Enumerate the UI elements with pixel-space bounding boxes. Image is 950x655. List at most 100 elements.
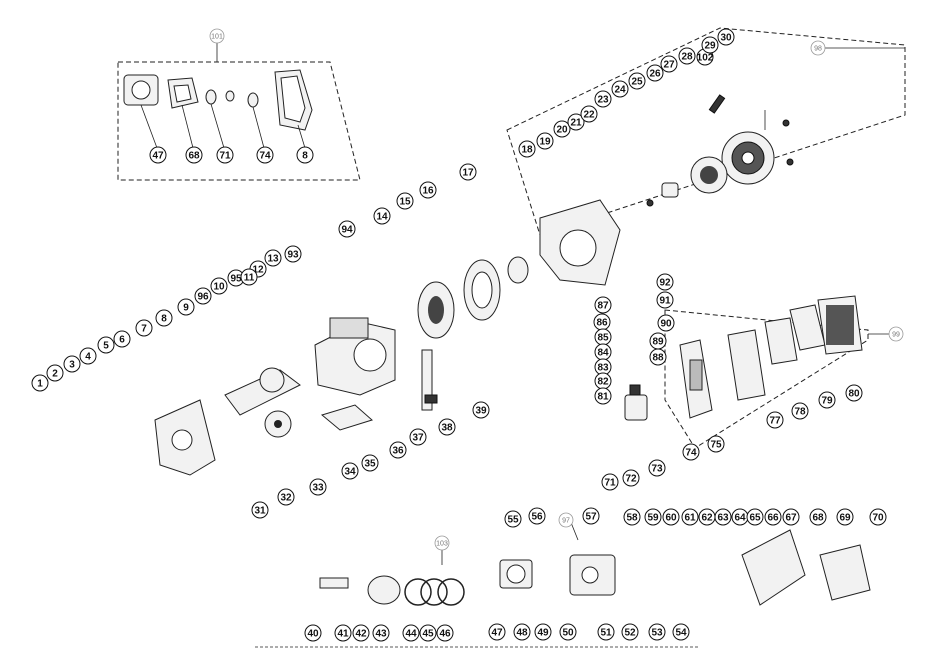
part-callout-text: 6 — [119, 335, 125, 346]
part-callout-24: 24 — [611, 80, 629, 98]
part-callout-35: 35 — [361, 454, 379, 472]
part-callout-80: 80 — [845, 384, 863, 402]
part-callout-text: 75 — [710, 440, 722, 451]
part-callout-text: 19 — [539, 137, 551, 148]
part-callout-29: 29 — [701, 36, 719, 54]
part-callout-text: 8 — [161, 314, 167, 325]
part-callout-text: 40 — [307, 629, 319, 640]
air-filter-group: 99 — [664, 295, 904, 449]
part-callout-16: 16 — [419, 181, 437, 199]
part-callout-text: 29 — [704, 41, 716, 52]
part-callout-text: 70 — [872, 513, 884, 524]
part-callout-23: 23 — [594, 90, 612, 108]
camshaft-gear-shape — [264, 410, 292, 438]
part-callout-text: 17 — [462, 168, 474, 179]
part-callout-text: 74 — [259, 151, 271, 162]
part-callout-text: 3 — [69, 360, 75, 371]
part-callout-text: 11 — [244, 273, 255, 284]
piston-shape — [319, 575, 401, 605]
part-callout-36: 36 — [389, 441, 407, 459]
part-callout-52: 52 — [621, 623, 639, 641]
starter-pulley-shape — [507, 256, 529, 284]
part-callout-text: 15 — [399, 197, 411, 208]
group-label-103: 103 — [434, 535, 450, 551]
part-callout-68: 68 — [809, 508, 827, 526]
part-callout-text: 66 — [767, 513, 779, 524]
part-callout-text: 84 — [597, 348, 609, 359]
group-label-101: 101 — [209, 28, 225, 44]
part-callout-text: 72 — [625, 474, 637, 485]
engine-block-shape — [314, 317, 396, 396]
part-callout-77: 77 — [766, 411, 784, 429]
part-callout-text: 14 — [376, 212, 388, 223]
part-callout-62: 62 — [698, 508, 716, 526]
part-callout-65: 65 — [746, 508, 764, 526]
oil-sump-shape — [320, 404, 373, 431]
svg-text:98: 98 — [814, 46, 822, 53]
part-callout-82: 82 — [594, 372, 612, 390]
part-callout-text: 95 — [230, 274, 242, 285]
part-callout-26: 26 — [646, 64, 664, 82]
part-callout-text: 12 — [252, 265, 264, 276]
part-callout-text: 59 — [647, 513, 659, 524]
crankshaft-shape — [224, 367, 301, 416]
part-callout-94: 94 — [338, 220, 356, 238]
cylinder-head-shape — [569, 554, 616, 596]
part-callout-text: 30 — [720, 33, 732, 44]
part-callout-text: 32 — [280, 493, 292, 504]
part-callout-79: 79 — [818, 391, 836, 409]
part-callout-49: 49 — [534, 623, 552, 641]
part-callout-text: 47 — [491, 628, 503, 639]
part-callout-93: 93 — [284, 245, 302, 263]
flywheel-shape — [417, 281, 455, 339]
part-callout-text: 10 — [213, 282, 225, 293]
part-callout-text: 55 — [507, 515, 519, 526]
part-callout-text: 93 — [287, 250, 299, 261]
part-callout-text: 37 — [412, 433, 424, 444]
part-callout-67: 67 — [782, 508, 800, 526]
svg-text:99: 99 — [892, 332, 900, 339]
part-callout-20: 20 — [553, 120, 571, 138]
part-callout-45: 45 — [419, 624, 437, 642]
part-callout-text: 53 — [651, 628, 663, 639]
part-callout-text: 94 — [341, 225, 353, 236]
part-callout-37: 37 — [409, 428, 427, 446]
part-callout-78: 78 — [791, 402, 809, 420]
part-callout-21: 21 — [567, 113, 585, 131]
part-callout-19: 19 — [536, 132, 554, 150]
group-97: 97 — [558, 512, 579, 541]
part-callout-50: 50 — [559, 623, 577, 641]
part-callout-56: 56 — [528, 507, 546, 525]
part-callout-88: 88 — [649, 348, 667, 366]
part-callout-41: 41 — [334, 624, 352, 642]
part-callout-text: 52 — [624, 628, 636, 639]
part-callout-38: 38 — [438, 418, 456, 436]
part-callout-87: 87 — [594, 296, 612, 314]
part-callout-34: 34 — [341, 462, 359, 480]
part-callout-63: 63 — [714, 508, 732, 526]
part-callout-40: 40 — [304, 624, 322, 642]
part-callout-text: 13 — [267, 254, 279, 265]
part-callout-60: 60 — [662, 508, 680, 526]
part-callout-30: 30 — [717, 28, 735, 46]
part-callout-text: 49 — [537, 628, 549, 639]
part-callout-17: 17 — [459, 163, 477, 181]
part-callout-70: 70 — [869, 508, 887, 526]
part-callout-14: 14 — [373, 207, 391, 225]
part-callout-text: 7 — [141, 324, 147, 335]
part-callout-33: 33 — [309, 478, 327, 496]
recoil-starter-group: 98 — [506, 27, 906, 236]
head-gasket-bottom-shape — [499, 559, 533, 589]
part-callout-text: 67 — [785, 513, 797, 524]
part-callout-3: 3 — [63, 355, 81, 373]
part-callout-22: 22 — [580, 105, 598, 123]
part-callout-74: 74 — [682, 443, 700, 461]
part-callout-47: 47 — [488, 623, 506, 641]
filter-element-shape — [727, 329, 766, 401]
part-callout-44: 44 — [402, 624, 420, 642]
part-callout-54: 54 — [672, 623, 690, 641]
part-callout-text: 64 — [734, 513, 746, 524]
piston-ring-3 — [437, 578, 465, 606]
